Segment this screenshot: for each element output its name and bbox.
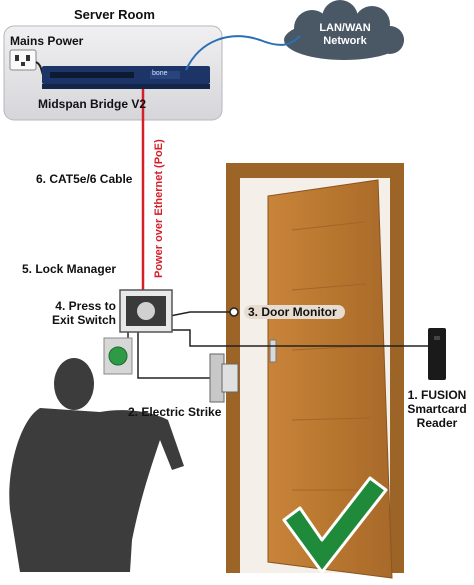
power-socket-icon (9, 49, 37, 71)
smartcard-reader-device (428, 328, 446, 380)
cable-label: 6. CAT5e/6 Cable (36, 172, 133, 186)
midspan-bridge-device (42, 66, 210, 89)
reader-label-line2: Smartcard (407, 402, 467, 416)
network-cloud-icon (284, 0, 404, 60)
door (267, 179, 393, 579)
network-label-line1: LAN/WAN (319, 22, 371, 34)
person-silhouette (9, 358, 184, 572)
poe-label: Power over Ethernet (PoE) (153, 139, 165, 278)
electric-strike-device (209, 353, 239, 403)
reader-label-line1: 1. FUSION (407, 388, 467, 402)
midspan-bridge-label: Midspan Bridge V2 (38, 97, 147, 111)
network-cable (185, 35, 301, 71)
lock-manager-label: 5. Lock Manager (22, 262, 117, 276)
door-monitor-label: 3. Door Monitor (244, 305, 345, 319)
network-label: LAN/WAN Network (300, 22, 390, 48)
door-monitor-sensor (229, 307, 239, 317)
network-label-line2: Network (323, 35, 367, 47)
reader-label-line3: Reader (416, 416, 458, 430)
exit-switch-label: 4. Press to Exit Switch (28, 299, 116, 327)
electric-strike-label: 2. Electric Strike (128, 405, 222, 419)
server-room-title: Server Room (74, 7, 155, 22)
bridge-brand-label: bone (152, 70, 168, 77)
check-icon (282, 476, 388, 574)
exit-switch-label-line1: 4. Press to (55, 299, 116, 313)
mains-power-label: Mains Power (10, 34, 84, 48)
exit-switch-label-line2: Exit Switch (51, 313, 116, 327)
lock-manager-device (119, 289, 173, 333)
exit-switch-button (103, 337, 133, 375)
reader-label: 1. FUSION Smartcard Reader (404, 388, 470, 430)
